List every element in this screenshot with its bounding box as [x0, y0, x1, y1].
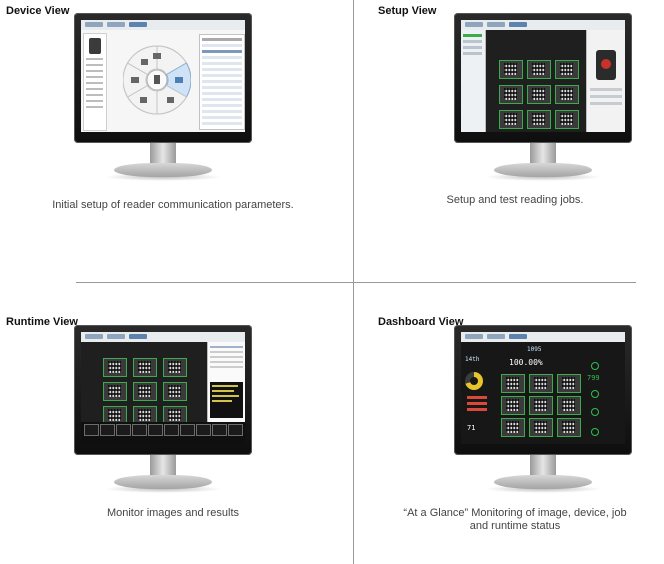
dashboard-stat-bottom: 71	[467, 424, 476, 432]
dashboard-caption-line-2: and runtime status	[469, 520, 561, 532]
dashboard-stat-right: 799	[587, 374, 600, 382]
runtime-view-monitor	[74, 325, 252, 497]
status-ok-icon	[591, 390, 599, 398]
device-info-panel	[83, 33, 107, 131]
dashboard-caption-line-1: “At a Glance” Monitoring of image, devic…	[403, 507, 627, 519]
dashboard-view-screen: 14th 100.00% 1095 799 71	[461, 332, 625, 444]
dashboard-stat-left: 14th	[465, 356, 480, 363]
dashboard-view-caption: “At a Glance” Monitoring of image, devic…	[372, 507, 658, 533]
dashboard-donut-chart	[465, 372, 483, 390]
reader-camera-icon	[89, 38, 101, 54]
results-panel[interactable]	[207, 342, 245, 422]
status-ok-icon	[591, 408, 599, 416]
reader-device-icon	[596, 50, 616, 80]
device-settings-list[interactable]	[199, 34, 245, 130]
dashboard-stat-center: 100.00%	[509, 358, 543, 367]
setup-view-screen	[461, 20, 625, 132]
runtime-view-title: Runtime View	[6, 316, 78, 328]
horizontal-divider	[76, 282, 636, 283]
runtime-history-strip[interactable]	[81, 422, 245, 444]
runtime-view-screen	[81, 332, 245, 444]
device-view-monitor	[74, 13, 252, 185]
runtime-view-caption: Monitor images and results	[106, 507, 240, 519]
job-tree-panel[interactable]	[461, 30, 486, 132]
setup-view-title: Setup View	[378, 5, 437, 17]
device-view-caption: Initial setup of reader communication pa…	[52, 199, 294, 211]
setup-properties-panel[interactable]	[586, 30, 625, 132]
dashboard-view-monitor: 14th 100.00% 1095 799 71	[454, 325, 632, 497]
dashboard-stat-top: 1095	[527, 346, 542, 353]
device-view-screen	[81, 20, 245, 132]
device-view-title: Device View	[6, 5, 70, 17]
results-log	[210, 382, 243, 418]
dashboard-view-title: Dashboard View	[378, 316, 464, 328]
setup-view-caption: Setup and test reading jobs.	[446, 194, 584, 206]
status-ok-icon	[591, 428, 599, 436]
setup-view-monitor	[454, 13, 632, 185]
status-ok-icon	[591, 362, 599, 370]
device-wheel-menu[interactable]	[123, 42, 191, 118]
dashboard-alert-bar	[467, 396, 487, 399]
